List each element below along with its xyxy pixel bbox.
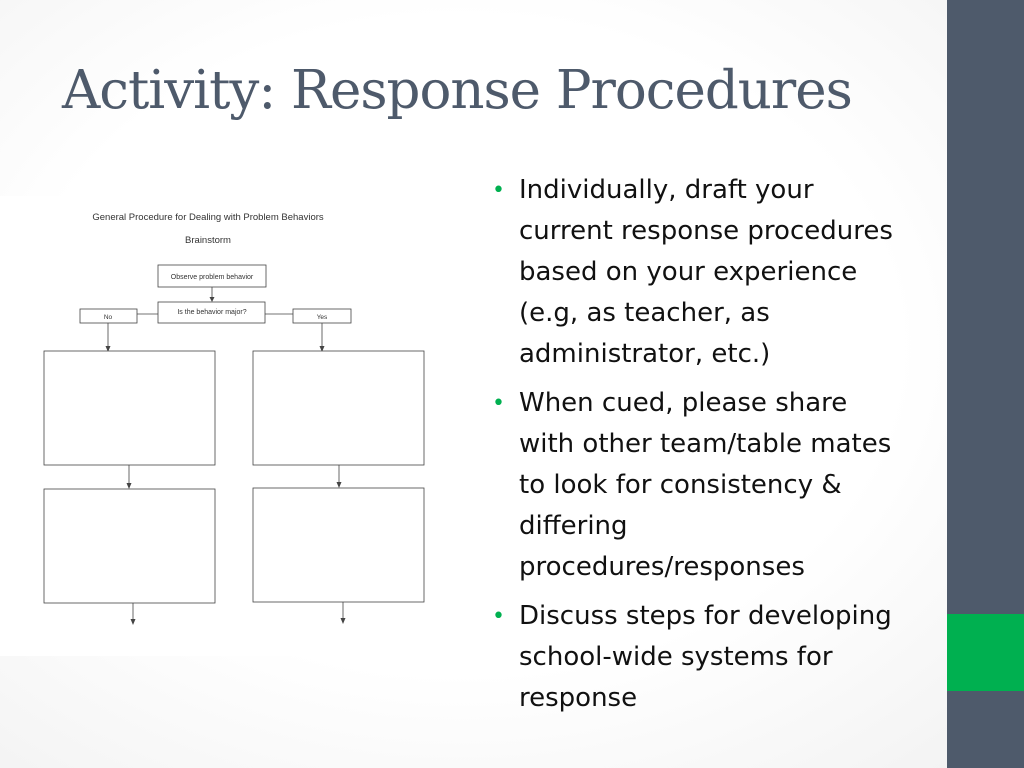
no-label: No (104, 314, 113, 321)
yes-label: Yes (317, 314, 328, 321)
bullet-dot-icon: • (492, 178, 505, 203)
left-box-1 (43, 350, 216, 466)
arrowhead-right-1-2 (336, 482, 342, 488)
bullet-dot-icon: • (492, 391, 505, 416)
question-box (157, 301, 266, 324)
arrowhead-yes-right1 (319, 346, 325, 352)
observe-label: Observe problem behavior (171, 274, 254, 281)
arrowhead-right-bottom (340, 618, 346, 624)
arrowhead-left-1-2 (126, 483, 132, 489)
flowchart-subtitle: Brainstorm (185, 235, 231, 246)
side-accent-block (947, 614, 1024, 691)
bullet-text: When cued, please share with other team/… (519, 388, 892, 582)
bullet-dot-icon: • (492, 604, 505, 629)
no-box (79, 308, 138, 324)
flowchart-svg: General Procedure for Dealing with Probl… (43, 212, 425, 625)
right-box-2 (252, 487, 425, 603)
bullet-text: Individually, draft your current respons… (519, 175, 893, 369)
bullet-list: • Individually, draft your current respo… (490, 170, 910, 727)
bullet-item: • Individually, draft your current respo… (490, 170, 910, 375)
question-label: Is the behavior major? (177, 309, 246, 316)
bullet-item: • Discuss steps for developing school-wi… (490, 596, 910, 719)
bullet-item: • When cued, please share with other tea… (490, 383, 910, 588)
flowchart-figure: General Procedure for Dealing with Probl… (0, 196, 436, 656)
bullet-text: Discuss steps for developing school-wide… (519, 601, 892, 713)
arrowhead-left-bottom (130, 619, 136, 625)
arrowhead-observe-question (209, 297, 215, 302)
flowchart-title: General Procedure for Dealing with Probl… (92, 212, 324, 223)
left-box-2 (43, 488, 216, 604)
slide-title: Activity: Response Procedures (62, 60, 853, 121)
arrowhead-no-left1 (105, 346, 111, 352)
right-box-1 (252, 350, 425, 466)
